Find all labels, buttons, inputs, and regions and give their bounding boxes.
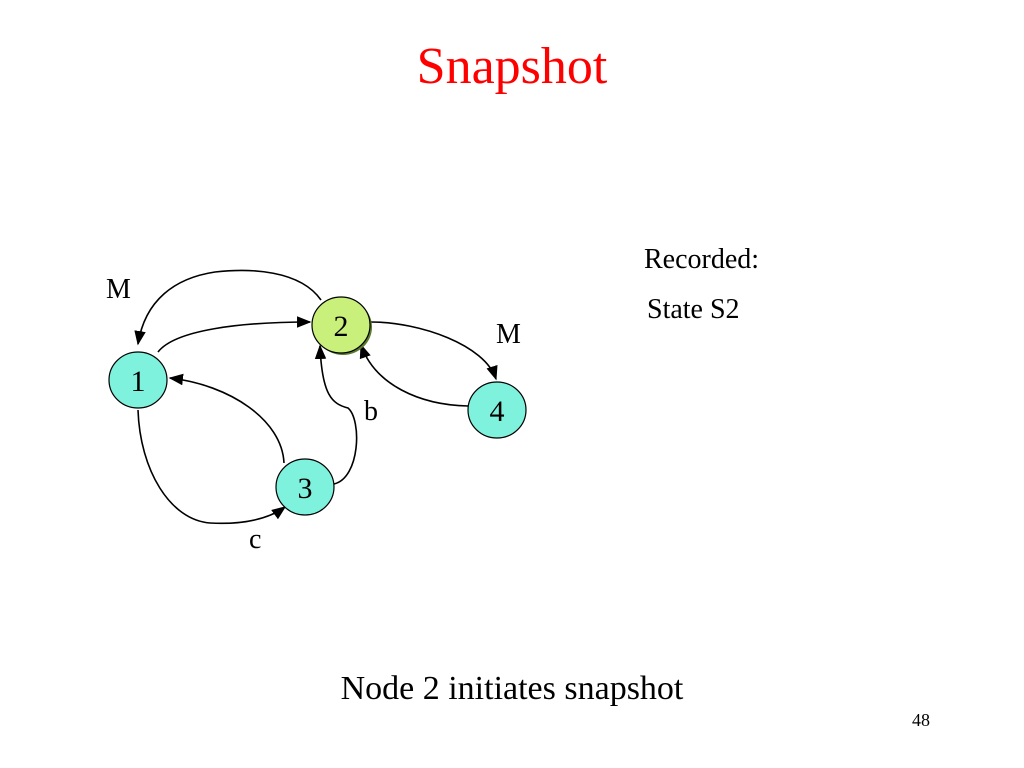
- edge-2-to-4: [370, 321, 498, 381]
- node-3: 3: [275, 458, 335, 516]
- edge-label-2-to-4: M: [496, 319, 521, 350]
- node-2: 2: [311, 296, 372, 355]
- svg-text:3: 3: [298, 472, 313, 505]
- svg-text:1: 1: [131, 365, 146, 398]
- edge-3-to-2: [314, 344, 358, 485]
- edge-label-1-to-3: c: [249, 524, 261, 555]
- edge-2-to-1: [134, 269, 322, 346]
- page-number: 48: [912, 710, 930, 730]
- slide-caption: Node 2 initiates snapshot: [340, 670, 684, 707]
- edge-1-to-2: [157, 316, 312, 353]
- recorded-heading: Recorded:: [644, 244, 760, 275]
- node-4: 4: [467, 381, 527, 439]
- node-1: 1: [108, 351, 168, 409]
- recorded-state-item: State S2: [647, 294, 740, 325]
- edge-4-to-2: [359, 343, 469, 407]
- edge-3-to-1: [168, 373, 285, 464]
- svg-text:4: 4: [490, 395, 505, 428]
- slide-title: Snapshot: [416, 38, 608, 95]
- edge-label-3-to-2: b: [364, 396, 378, 427]
- edge-label-2-to-1: M: [106, 274, 131, 305]
- svg-text:2: 2: [334, 310, 349, 343]
- edge-1-to-3: [137, 409, 287, 525]
